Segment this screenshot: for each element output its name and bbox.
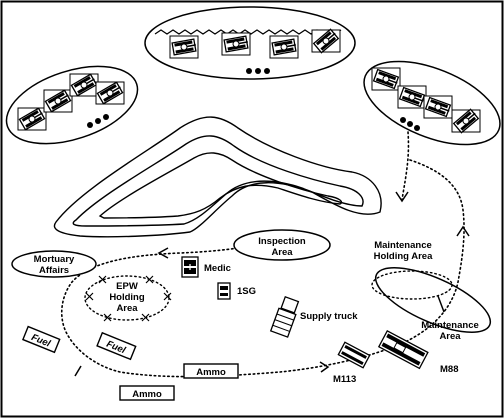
tank-icon: [451, 107, 481, 134]
maintenance-holding-label: Maintenance: [374, 240, 432, 251]
ammo-label-2: Ammo: [132, 389, 162, 400]
m113-label: M113: [333, 374, 356, 385]
tank-icon: [371, 67, 401, 91]
medic-label: Medic: [204, 263, 231, 274]
tank-icon: [311, 27, 341, 54]
svg-text:Affairs: Affairs: [39, 265, 69, 276]
epw-holding-area: EPW Holding Area: [84, 275, 172, 322]
tank-platoon-right: [363, 60, 501, 146]
supply-truck-icon: [269, 295, 300, 338]
tank-icon: [17, 107, 47, 131]
jeep-icon: [217, 282, 231, 300]
svg-text:Area: Area: [439, 331, 461, 342]
tank-icon: [221, 32, 251, 56]
tank-platoon-left: [5, 65, 139, 145]
inspection-area: Inspection Area: [233, 229, 331, 261]
first-sergeant: 1SG: [217, 282, 256, 300]
supply-truck-label: Supply truck: [300, 311, 358, 322]
tank-icon: [69, 73, 99, 97]
tank-platoon-center: [144, 6, 356, 80]
tank-icon: [423, 95, 453, 119]
maintenance-area-label: Maintenance: [421, 320, 479, 331]
ammo-point-2: Ammo: [119, 385, 175, 401]
epw-holding-label: EPW: [116, 281, 138, 292]
svg-text:Area: Area: [271, 247, 293, 258]
ammo-label-1: Ammo: [196, 367, 226, 378]
tank-icon: [397, 85, 427, 109]
svg-text:Holding Area: Holding Area: [374, 251, 433, 262]
first-sergeant-label: 1SG: [237, 286, 256, 297]
tank-icon: [269, 35, 299, 59]
terrain-contour: [53, 116, 382, 238]
m113: M113: [333, 341, 371, 385]
fuel-point-2: Fuel: [96, 331, 137, 361]
m88-recovery-vehicle-icon: [377, 329, 429, 370]
tank-icon: [43, 89, 73, 113]
ammo-point-1: Ammo: [183, 363, 239, 379]
fuel-point-1: Fuel: [22, 325, 61, 354]
inspection-area-label: Inspection: [258, 236, 306, 247]
mortuary-affairs-label: Mortuary: [34, 254, 75, 265]
m113-apc-icon: [337, 341, 371, 369]
supply-truck: Supply truck: [269, 295, 358, 338]
medic-vehicle-icon: [181, 256, 199, 278]
mortuary-affairs: Mortuary Affairs: [11, 250, 97, 278]
svg-text:Area: Area: [116, 303, 138, 314]
tank-icon: [95, 81, 125, 105]
svg-text:Holding: Holding: [109, 292, 145, 303]
maintenance-area: Maintenance Area: [374, 267, 492, 342]
route-arrow-icons: [74, 191, 470, 377]
tank-icon: [169, 35, 199, 59]
m88: M88: [377, 329, 458, 375]
m88-label: M88: [440, 364, 458, 375]
medic: Medic: [181, 256, 231, 278]
